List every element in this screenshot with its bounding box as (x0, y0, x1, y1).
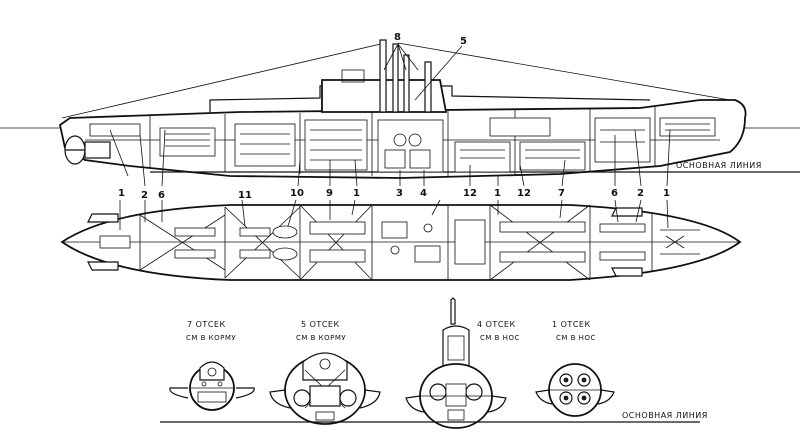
plan-fin-lower-aft (87, 261, 119, 271)
periscope-1 (379, 39, 387, 113)
plan-fin-upper-aft (87, 213, 119, 223)
stern-propeller (64, 135, 111, 165)
bottom-baseline-label: ОСНОВНАЯ ЛИНИЯ (622, 411, 708, 420)
callout-6-b: 6 (611, 188, 618, 199)
side-equipment (89, 117, 716, 173)
section-4-subtitle: СМ В НОС (480, 334, 520, 342)
callout-10: 10 (290, 188, 304, 199)
callout-1-d: 1 (663, 188, 670, 199)
callout-11: 11 (238, 190, 252, 201)
waterline-label: ОСНОВНАЯ ЛИНИЯ (676, 161, 762, 170)
callout-5-top: 5 (460, 36, 467, 47)
side-view: 8 5 1 2 6 10 9 1 3 4 12 12 1 7 6 2 1 ОСН… (0, 32, 800, 201)
deck-casing (209, 85, 651, 112)
rigging-fwd (397, 42, 731, 101)
callout-2-b: 2 (637, 188, 644, 199)
periscope-3 (403, 54, 410, 113)
callout-2-a: 2 (141, 190, 148, 201)
callout-1-a: 1 (118, 188, 125, 199)
section-5-title: 5 ОТСЕК (301, 320, 340, 329)
plan-fin-lower-fwd (611, 267, 643, 277)
callout-1-b: 1 (353, 188, 360, 199)
side-leaders (109, 43, 671, 187)
section-5: 5 ОТСЕК СМ В КОРМУ (269, 320, 381, 425)
callout-12-b: 12 (517, 188, 531, 199)
section-5-subtitle: СМ В КОРМУ (296, 334, 346, 342)
tower-structure (341, 69, 365, 83)
callout-12-a: 12 (463, 188, 477, 199)
section-7: 7 ОТСЕК СМ В КОРМУ (169, 320, 255, 411)
callout-6-a: 6 (158, 190, 165, 201)
plan-fin-upper-fwd (611, 207, 643, 217)
rigging-aft (61, 42, 386, 119)
periscope-2 (392, 43, 399, 113)
callout-8: 8 (394, 32, 401, 43)
section-1: 1 ОТСЕК СМ В НОС (535, 320, 615, 417)
mast-4 (424, 61, 432, 113)
section-1-subtitle: СМ В НОС (556, 334, 596, 342)
section-1-title: 1 ОТСЕК (552, 320, 591, 329)
callout-7: 7 (558, 188, 565, 199)
plan-view: 11 (60, 190, 742, 281)
section-4: 4 ОТСЕК СМ В НОС (405, 297, 520, 429)
plan-bulkheads (139, 205, 653, 280)
callout-1-c: 1 (494, 188, 501, 199)
plan-equipment (99, 219, 700, 265)
plan-leaders (119, 199, 669, 230)
section-4-title: 4 ОТСЕК (477, 320, 516, 329)
callout-3: 3 (396, 188, 403, 199)
section-7-title: 7 ОТСЕК (187, 320, 226, 329)
callout-9: 9 (326, 188, 333, 199)
plan-bracing (139, 204, 591, 281)
section-7-subtitle: СМ В КОРМУ (186, 334, 236, 342)
callout-4: 4 (420, 188, 427, 199)
